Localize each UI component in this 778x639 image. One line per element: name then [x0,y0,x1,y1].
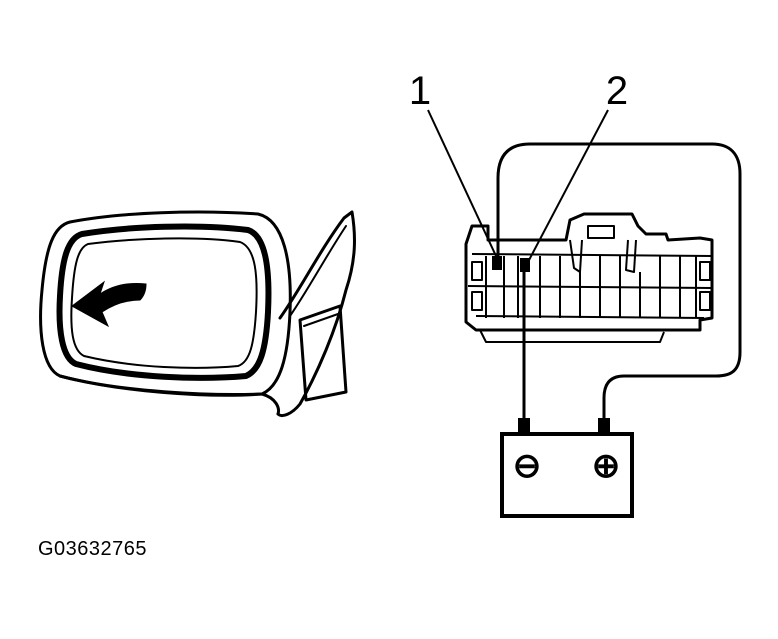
connector-cavities [485,256,697,318]
curved-arrow-icon [71,280,147,328]
mirror-base-edge [303,313,339,327]
mirror-stay-edge [289,225,347,317]
connector-body [464,212,714,332]
figure-code: G03632765 [38,538,148,560]
terminal-1-pin [492,256,502,270]
outside-mirror-assembly [39,210,356,418]
mirror-glass-frame [56,223,272,381]
callout-2-leader [527,109,609,263]
callout-1-label: 1 [409,69,431,113]
callout-1-leader [427,109,497,257]
mirror-base [298,304,348,402]
callout-2-label: 2 [606,69,628,113]
negative-clip [518,418,530,436]
battery [500,432,634,518]
connector-lock-tab [587,225,615,239]
battery-negative-symbol: ⊖ [513,447,542,485]
terminal-2-pin [520,258,530,272]
mirror-glass [70,237,258,369]
positive-lead [496,142,742,424]
mirror-housing-lower [58,374,280,416]
mirror-stay [276,210,356,418]
mirror-connector [464,212,714,343]
test-leads [496,142,742,424]
positive-clip [598,418,610,436]
battery-positive-symbol: ⊕ [592,447,621,485]
